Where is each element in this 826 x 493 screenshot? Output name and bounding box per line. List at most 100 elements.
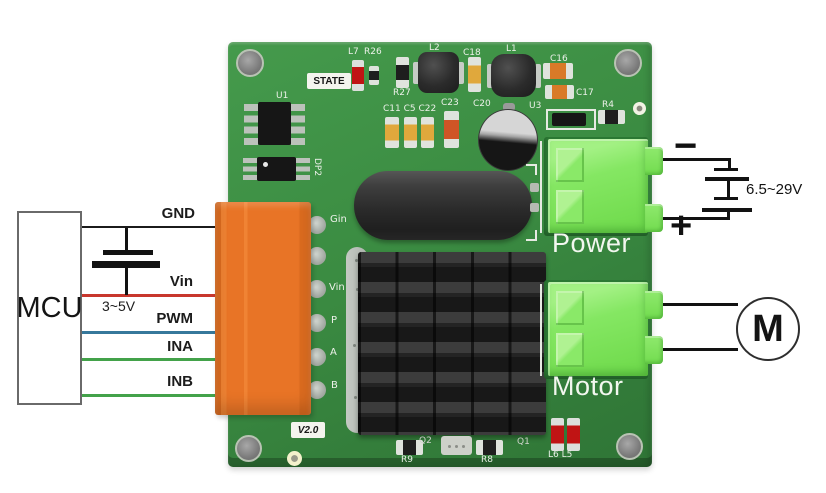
battery-plate-short-1 [714, 168, 738, 171]
c17-label: C17 [576, 88, 594, 98]
pin-pad-p [308, 314, 326, 332]
control-terminal-block [215, 202, 311, 415]
u1-chip [258, 102, 291, 145]
motor-silk-line [540, 284, 542, 376]
mcu-label: MCU [16, 291, 83, 324]
l2-inductor [418, 52, 459, 93]
mounting-hole-bottom-right [616, 433, 643, 460]
u3-diode [552, 113, 586, 126]
u1-label: U1 [276, 91, 289, 101]
ina-wire [82, 358, 218, 361]
power-terminal-plus [645, 204, 663, 232]
test-pad-bottom-left [287, 451, 302, 466]
dp2-pin1-dot [263, 162, 268, 167]
version-box: V2.0 [291, 422, 325, 438]
motor-slot-bottom [556, 333, 584, 367]
test-pad-top-right [633, 102, 646, 115]
motor-symbol-letter: M [752, 307, 784, 350]
plus-symbol: + [670, 205, 693, 247]
c18-capacitor [468, 57, 481, 92]
pwm-wire [82, 331, 218, 334]
c23-capacitor [444, 111, 459, 148]
l2-label: L2 [429, 43, 440, 53]
logic-supply-plate-short [103, 250, 153, 255]
l7-led [352, 60, 364, 91]
pin-pad-b [308, 381, 326, 399]
r27-label: R27 [393, 88, 411, 98]
r9-label: R9 [401, 455, 413, 465]
motor-terminal-b [645, 336, 663, 364]
pwm-label: PWM [156, 310, 193, 327]
logic-supply-plate-long [92, 261, 160, 268]
cylinder-silk-corner-top [526, 164, 537, 175]
battery-plate-long-1 [705, 177, 749, 181]
r9-resistor [396, 440, 423, 455]
l1-label: L1 [506, 44, 517, 54]
pad-strip-dot [353, 344, 356, 347]
c5-capacitor [404, 117, 417, 148]
c16-capacitor [543, 63, 573, 79]
c11-c5-c22-label: C11 C5 C22 [383, 104, 437, 114]
motor-symbol-circle: M [736, 297, 800, 361]
power-side-pad [530, 203, 539, 212]
header-pin-dot [462, 445, 465, 448]
pin-pad-nc [308, 247, 326, 265]
supply-voltage-label: 6.5~29V [746, 181, 803, 198]
cylinder-silk-corner-bottom [526, 230, 537, 241]
pin-pad-vin [308, 280, 326, 298]
motor-wire-bottom [662, 348, 738, 351]
header-pin-dot [455, 445, 458, 448]
c16-label: C16 [550, 54, 568, 64]
u3-label: U3 [529, 101, 542, 111]
minus-symbol: − [674, 124, 698, 168]
q1-label: Q1 [517, 437, 530, 447]
battery-lead-top [728, 158, 731, 170]
motor-slot-top [556, 291, 584, 325]
u1-pins-right [291, 104, 305, 146]
l6-led [551, 418, 564, 451]
r8-label: R8 [481, 455, 493, 465]
c22-capacitor [421, 117, 434, 148]
power-slot-top [556, 148, 584, 182]
battery-wire-negative [662, 158, 730, 161]
logic-voltage-label: 3~5V [102, 298, 136, 314]
mcu-box: MCU [16, 211, 83, 405]
pin-pad-a [308, 348, 326, 366]
dp2-label: DP2 [312, 158, 322, 177]
dp2-pins-left [243, 158, 257, 181]
power-side-pad [530, 183, 539, 192]
pad-strip-dot [356, 288, 359, 291]
u1-pins-left [244, 104, 258, 146]
pin-label-a: A [330, 347, 337, 358]
header-pin-dot [448, 445, 451, 448]
c20-electrolytic-capacitor [478, 109, 538, 171]
l1-pad-left [487, 64, 493, 88]
mounting-hole-top-right [614, 49, 642, 77]
r26-label: R26 [364, 47, 382, 57]
heatsink [358, 252, 546, 435]
logic-supply-lead-bottom [125, 268, 128, 295]
c20-lead [503, 103, 515, 111]
battery-plate-short-2 [714, 197, 738, 200]
pin-label-gin: Gin [330, 214, 347, 225]
power-connector-label: Power [552, 228, 632, 258]
l2-pad-right [457, 62, 464, 84]
c20-label: C20 [473, 99, 491, 109]
l1-inductor [491, 54, 536, 97]
r4-resistor [598, 110, 625, 124]
c18-label: C18 [463, 48, 481, 58]
pad-strip-dot [354, 396, 357, 399]
r27-resistor [396, 57, 409, 88]
inb-wire [82, 394, 218, 397]
state-label-box: STATE [307, 73, 351, 89]
battery-lead-bottom [727, 212, 730, 220]
pin-label-vin: Vin [329, 282, 345, 293]
gnd-wire [82, 226, 218, 228]
c23-label: C23 [441, 98, 459, 108]
power-silk-line [540, 141, 542, 233]
pin-label-b: B [331, 380, 338, 391]
battery-cell-link [727, 181, 730, 198]
gnd-label: GND [161, 205, 195, 222]
c17-capacitor [545, 85, 574, 99]
